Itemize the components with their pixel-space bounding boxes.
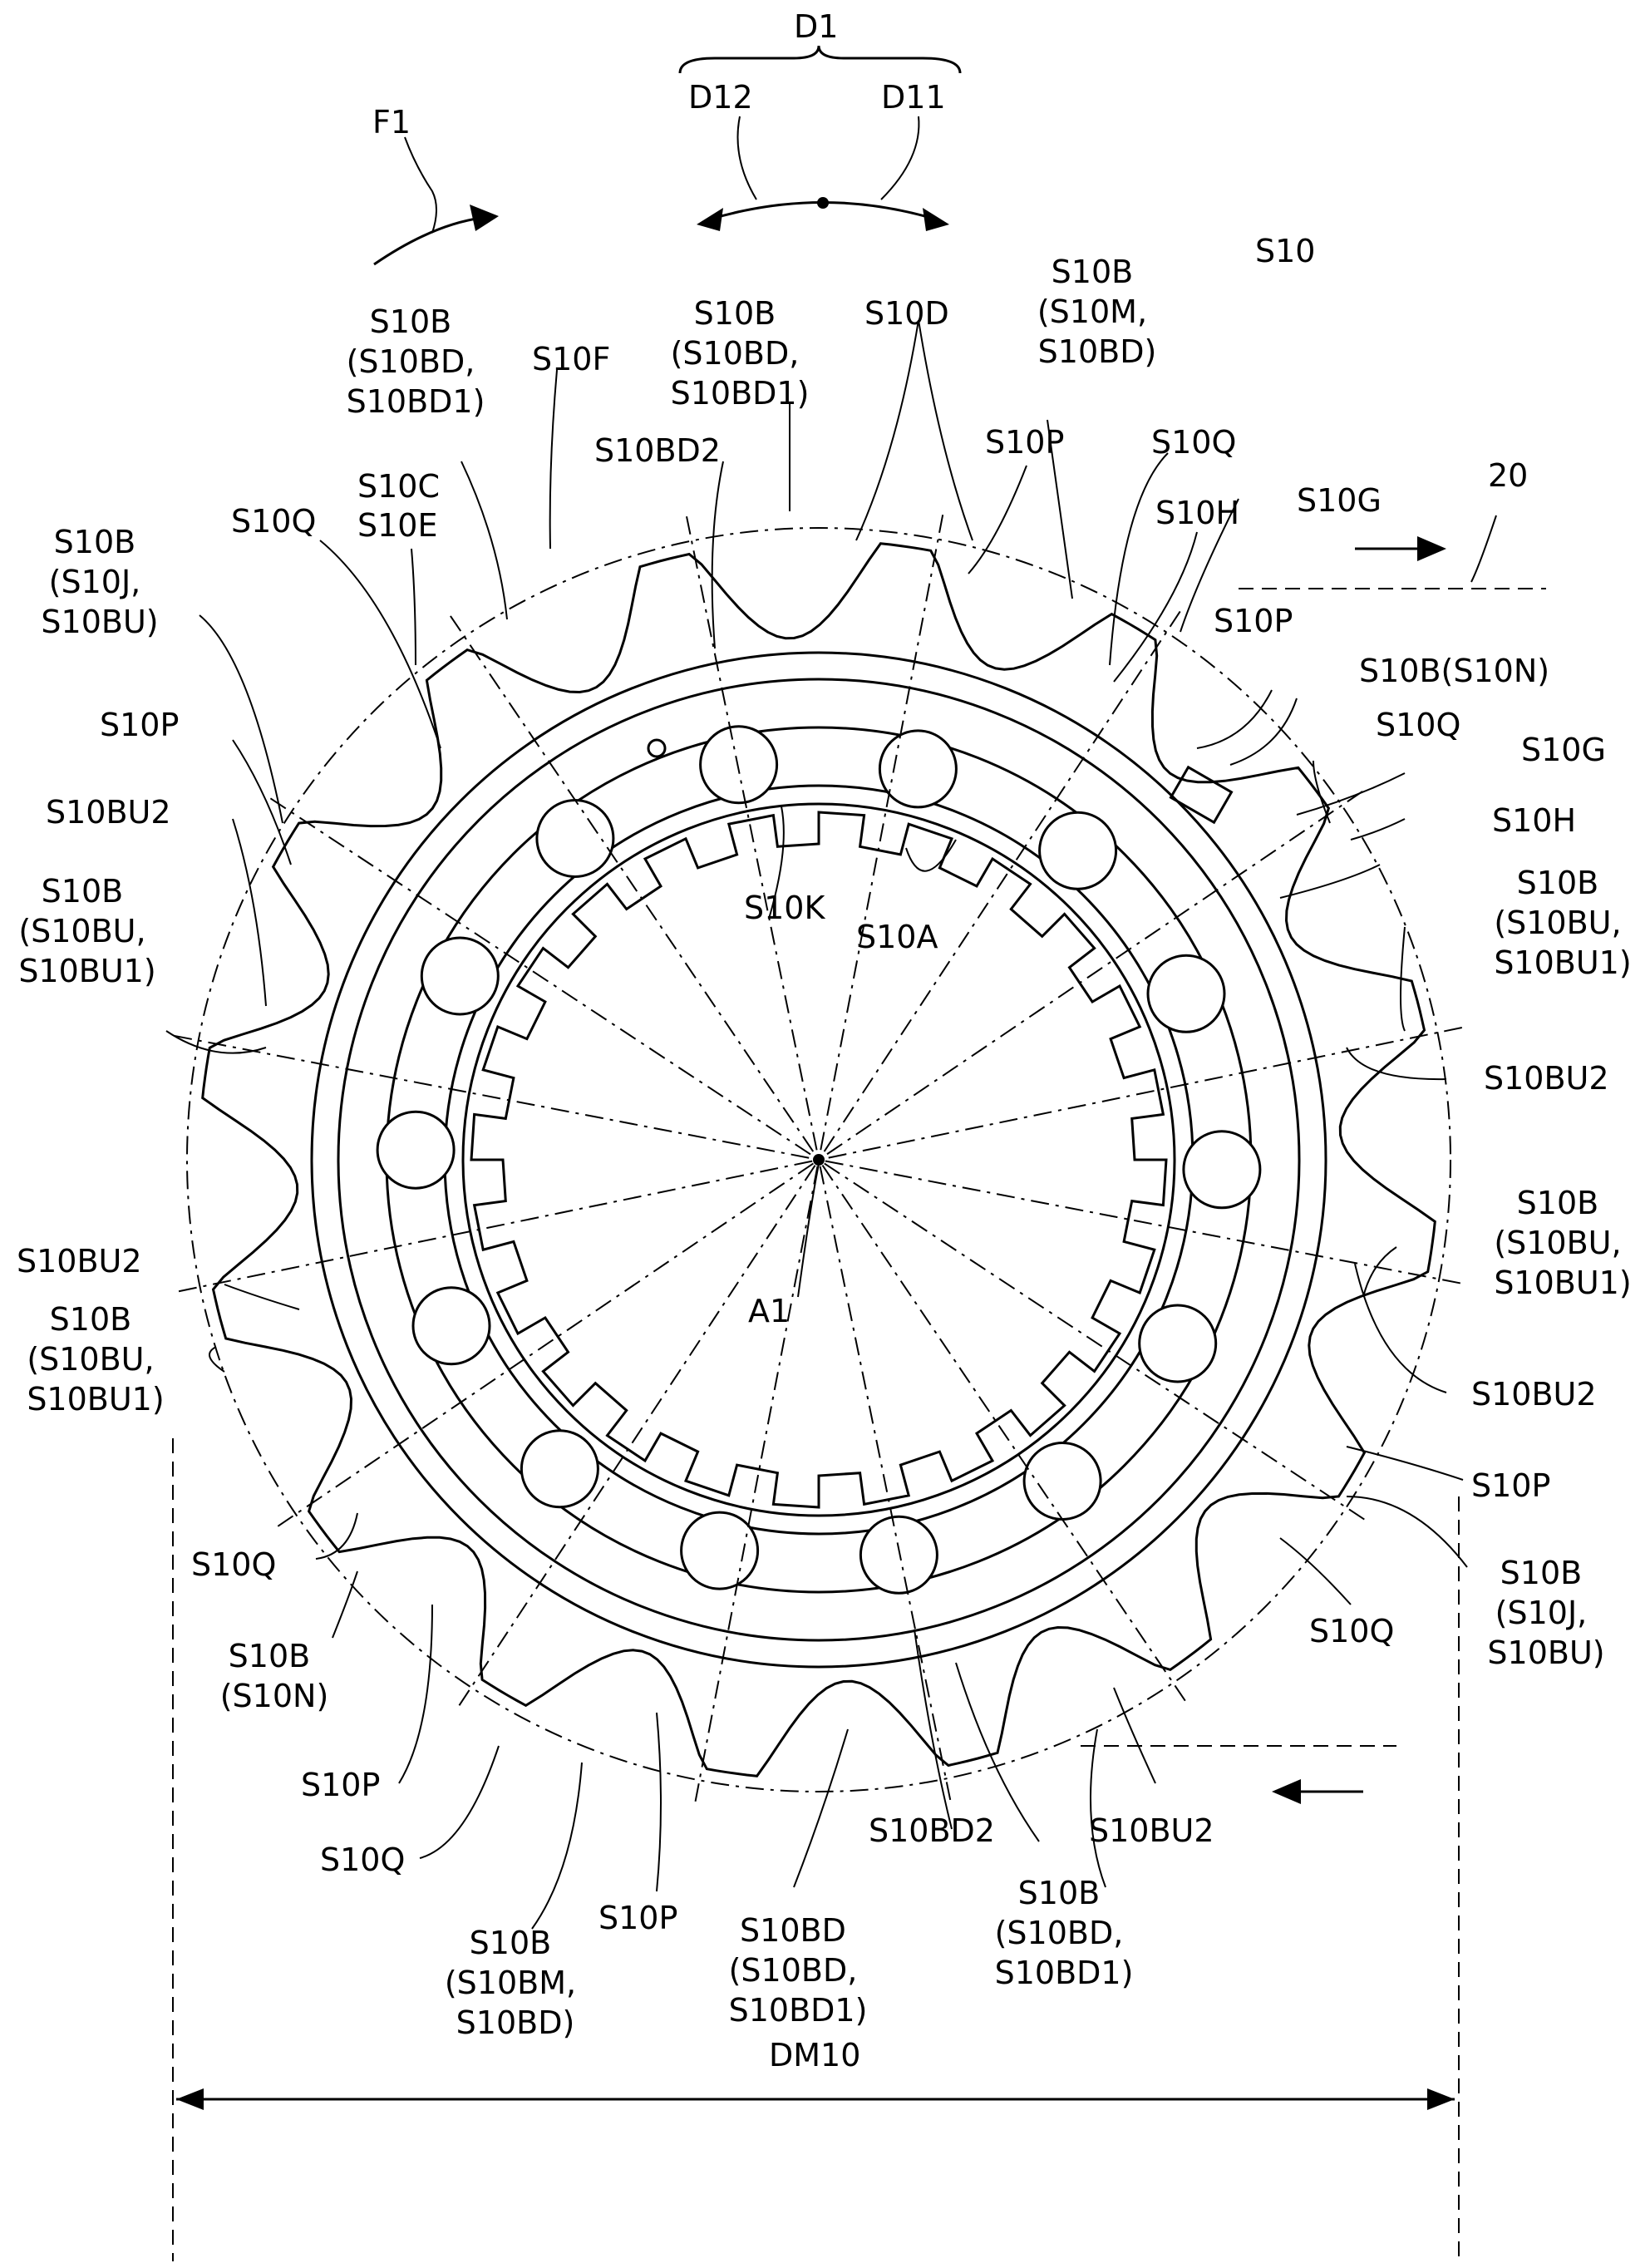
label-s10q-right2: S10Q	[1309, 1613, 1394, 1649]
label-s10bu2-left1: S10BU2	[46, 794, 171, 831]
chain-arrows	[1081, 515, 1546, 1804]
label-s10h-top: S10H	[1155, 495, 1239, 531]
label-s10b-bu-left1: S10B (S10BU, S10BU1)	[18, 873, 155, 989]
label-s10p-right2: S10P	[1471, 1467, 1550, 1504]
spline-bore	[470, 811, 1168, 1509]
radial-line	[693, 515, 944, 1805]
ball	[878, 729, 958, 809]
ball	[411, 1286, 491, 1366]
outer-dashed-circle	[186, 527, 1451, 1792]
label-d11: D11	[881, 79, 946, 116]
ball	[859, 1515, 938, 1595]
label-s10bd2-top: S10BD2	[594, 432, 721, 469]
ball	[1182, 1130, 1262, 1210]
label-s10bu2-right2: S10BU2	[1471, 1376, 1597, 1413]
sprocket-drawing	[174, 515, 1464, 1805]
label-s10k: S10K	[744, 890, 825, 926]
label-s10b-bu-right1: S10B (S10BU, S10BU1)	[1494, 865, 1631, 981]
label-s10b-j-right: S10B (S10J, S10BU)	[1487, 1555, 1604, 1671]
center-point-a1	[813, 1154, 825, 1166]
label-s10b-j-left: S10B (S10J, S10BU)	[41, 524, 158, 640]
label-s10b-bd-2: S10B (S10BD, S10BD1)	[671, 295, 810, 412]
small-marker-box	[1169, 765, 1234, 825]
label-s10bu2-left2: S10BU2	[17, 1243, 142, 1279]
sprocket-outline	[201, 542, 1436, 1777]
ring-middle	[337, 678, 1301, 1642]
label-d12: D12	[688, 79, 753, 116]
label-s10b-bd-bottom: S10B (S10BD, S10BD1)	[995, 1875, 1134, 1991]
dm10-dimension	[172, 1438, 1460, 2261]
label-s10bd-bottom: S10BD (S10BD, S10BD1)	[729, 1912, 868, 2029]
ball	[520, 1429, 599, 1509]
label-s10h-right: S10H	[1492, 802, 1576, 839]
ball	[699, 725, 779, 805]
label-s10a: S10A	[856, 919, 938, 955]
ball-group	[376, 725, 1262, 1595]
label-a1: A1	[748, 1293, 790, 1329]
label-s10: S10	[1255, 233, 1315, 269]
label-s10b-n-left: S10B (S10N)	[220, 1638, 329, 1714]
label-s10b-bu-left2: S10B (S10BU, S10BU1)	[27, 1301, 164, 1418]
ball	[1038, 811, 1118, 890]
label-s10p-left2: S10P	[301, 1767, 380, 1803]
ball	[535, 799, 615, 878]
radial-line	[274, 791, 1363, 1529]
label-s10d: S10D	[864, 295, 949, 332]
label-s10b-bu-right2: S10B (S10BU, S10BU1)	[1494, 1185, 1631, 1301]
ball	[1138, 1304, 1218, 1383]
ball	[1146, 954, 1226, 1033]
ball	[680, 1511, 760, 1590]
label-s10g-top: S10G	[1297, 482, 1382, 519]
label-s10bu2-right1: S10BU2	[1484, 1060, 1609, 1097]
f1-rotation-arrow	[373, 136, 499, 266]
labels: D1 D12 D11 F1 S10 20 S10B (S10BD, S10BD1…	[17, 8, 1632, 2073]
label-s10b-n-right: S10B(S10N)	[1359, 653, 1549, 689]
label-s10bd2-bottom: S10BD2	[869, 1812, 995, 1849]
label-s10p-top: S10P	[985, 424, 1064, 461]
ball	[376, 1110, 456, 1190]
ring-outer	[310, 651, 1327, 1669]
radial-line	[174, 1034, 1464, 1285]
small-hole	[647, 738, 667, 758]
label-s10b-bm: S10B (S10BM, S10BD)	[445, 1925, 586, 2041]
d1-direction-arc	[678, 45, 962, 231]
label-s10b-bd-1: S10B (S10BD, S10BD1)	[347, 303, 485, 420]
label-s10q-right1: S10Q	[1376, 707, 1460, 743]
radial-line	[450, 615, 1188, 1704]
label-ref-20: 20	[1488, 457, 1528, 494]
ring-inner	[461, 802, 1176, 1517]
label-s10f: S10F	[532, 341, 610, 377]
leader-lines	[165, 319, 1468, 1930]
label-s10q-tl: S10Q	[231, 503, 316, 540]
label-s10p-bottom: S10P	[598, 1900, 677, 1936]
label-s10q-bottom: S10Q	[320, 1842, 405, 1878]
label-s10q-left2: S10Q	[191, 1546, 276, 1583]
label-s10b-m: S10B (S10M, S10BD)	[1037, 254, 1157, 370]
label-s10p-right1: S10P	[1214, 603, 1293, 639]
label-s10bu2-bottom: S10BU2	[1089, 1812, 1214, 1849]
label-s10g-right: S10G	[1521, 732, 1606, 768]
label-s10q-top: S10Q	[1151, 424, 1236, 461]
label-s10c: S10C	[357, 468, 440, 505]
label-s10p-left: S10P	[100, 707, 179, 743]
ball	[1022, 1442, 1102, 1521]
label-f1: F1	[372, 104, 411, 141]
label-s10e: S10E	[357, 507, 437, 544]
label-dm10: DM10	[769, 2037, 860, 2073]
ball	[420, 936, 500, 1016]
label-d1: D1	[794, 8, 838, 45]
